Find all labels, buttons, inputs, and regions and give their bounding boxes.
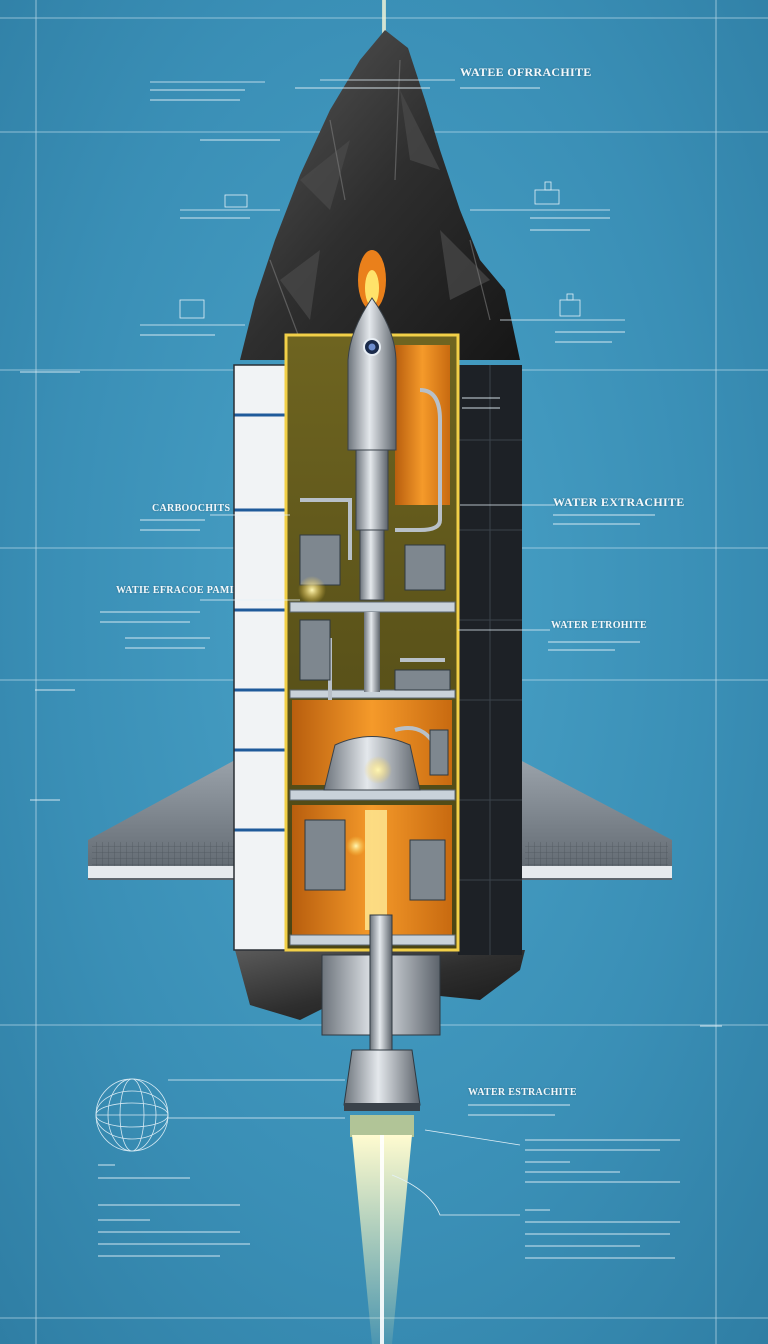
hull-left-panel: [234, 365, 286, 950]
annotation-filler-lines: [20, 87, 722, 1259]
wireframe-globe-icon: [95, 1078, 169, 1152]
callout-label-right-lower: WATER ETROHITE: [551, 620, 647, 631]
center-light-beam-top: [382, 0, 386, 40]
callout-label-left-lower: WATIE EFRACOE PAMI: [116, 585, 234, 596]
callout-label-left-mid: CARBOOCHITS: [152, 503, 231, 514]
leader-lines: [140, 79, 625, 1216]
engine-nozzle: [343, 1049, 421, 1106]
callout-label-top-right: WATEE OFRRACHITE: [460, 65, 592, 79]
callout-label-bottom-right: WATER ESTRACHITE: [468, 1087, 577, 1098]
callout-label-right-mid: WATER EXTRACHITE: [553, 495, 685, 509]
